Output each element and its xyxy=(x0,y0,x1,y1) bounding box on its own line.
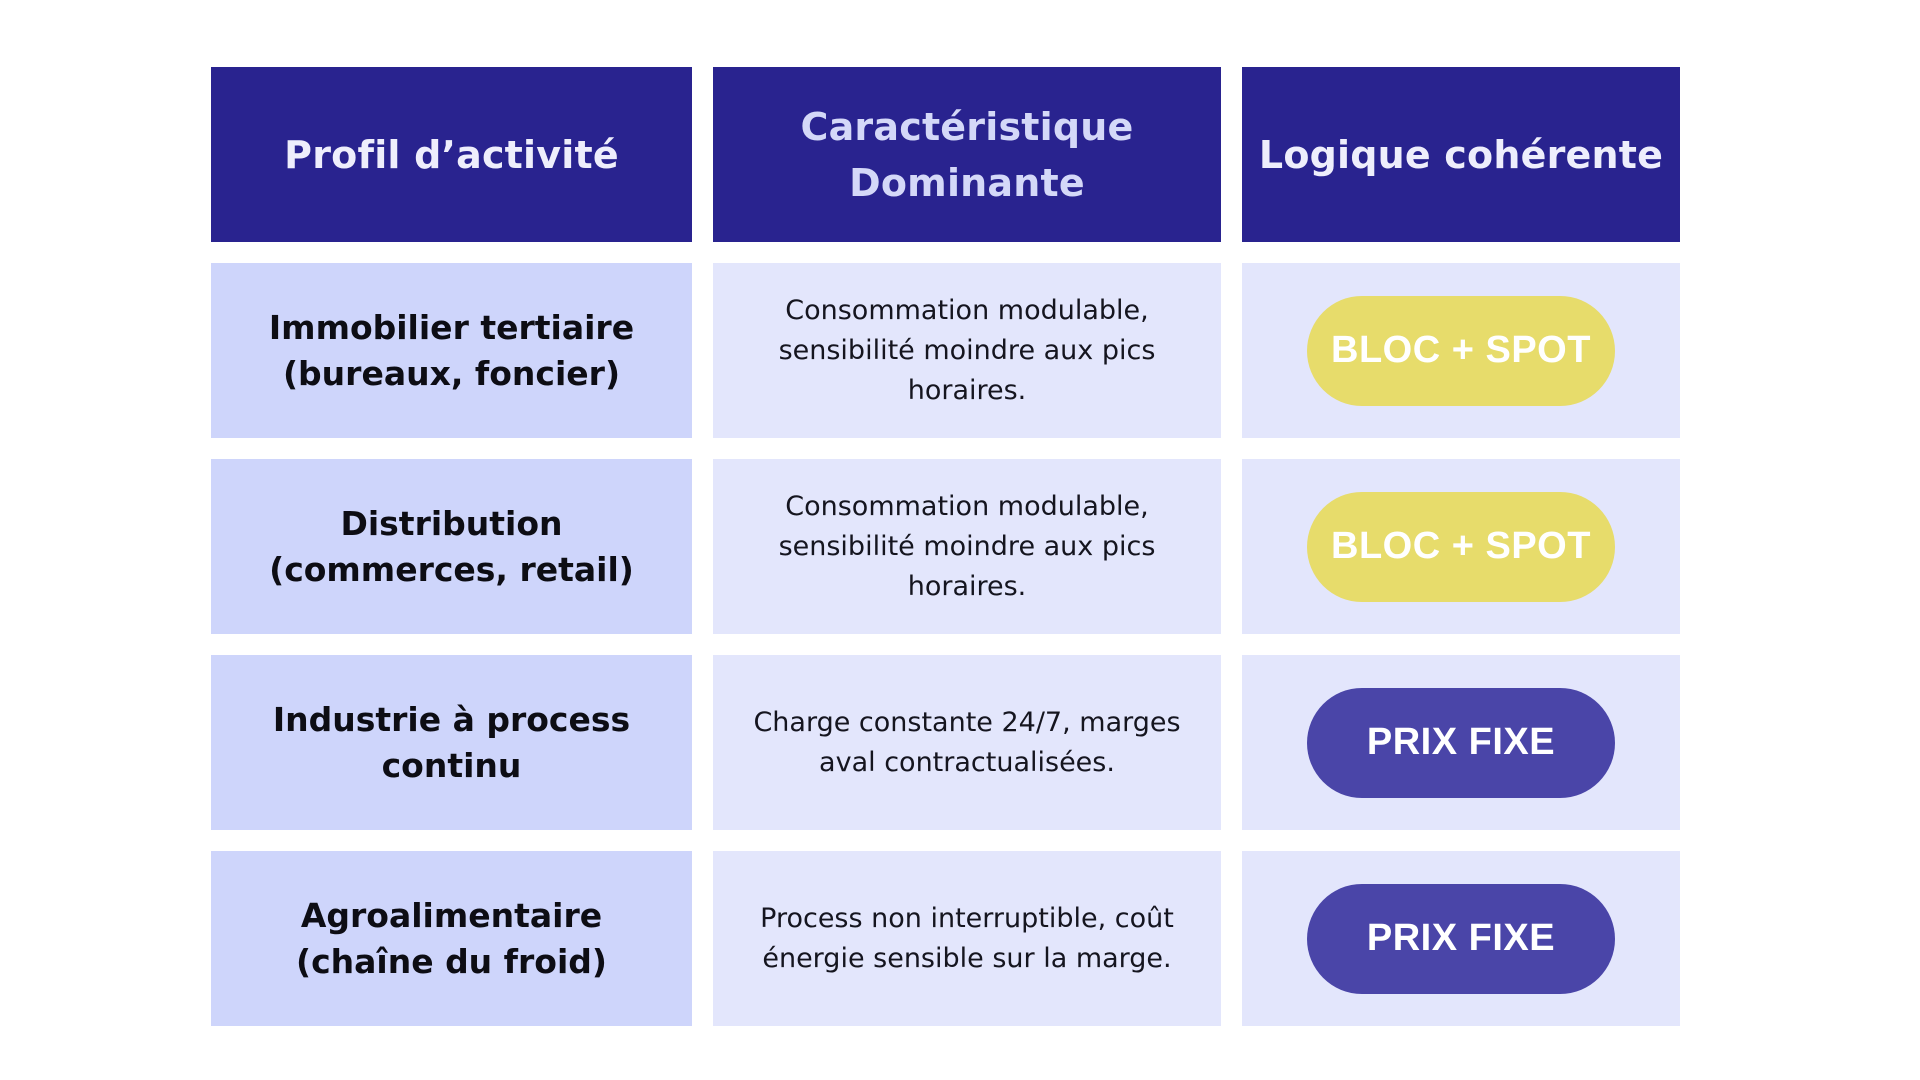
row-4-logic-cell: PRIX FIXE xyxy=(1242,851,1680,1026)
row-1-characteristic: Consommation modulable, sensibilité moin… xyxy=(713,263,1221,438)
row-1-profile: Immobilier tertiaire (bureaux, foncier) xyxy=(211,263,692,438)
header-profil: Profil d’activité xyxy=(211,67,692,242)
row-3-characteristic: Charge constante 24/7, marges aval contr… xyxy=(713,655,1221,830)
row-1-logic-cell: BLOC + SPOT xyxy=(1242,263,1680,438)
row-1-logic-badge: BLOC + SPOT xyxy=(1307,295,1615,406)
header-caracteristique: Caractéristique Dominante xyxy=(713,67,1221,242)
header-profil-label: Profil d’activité xyxy=(284,132,619,177)
row-3-logic-badge: PRIX FIXE xyxy=(1307,687,1615,798)
comparison-table: Profil d’activité Caractéristique Domina… xyxy=(211,67,1680,1026)
row-4-logic-badge: PRIX FIXE xyxy=(1307,883,1615,994)
row-4-profile: Agroalimentaire (chaîne du froid) xyxy=(211,851,692,1026)
row-4-characteristic: Process non interruptible, coût énergie … xyxy=(713,851,1221,1026)
row-2-logic-badge: BLOC + SPOT xyxy=(1307,491,1615,602)
row-2-profile: Distribution (commerces, retail) xyxy=(211,459,692,634)
header-caracteristique-label: Caractéristique Dominante xyxy=(800,104,1134,205)
header-logique-label: Logique cohérente xyxy=(1258,132,1664,177)
row-2-logic-cell: BLOC + SPOT xyxy=(1242,459,1680,634)
row-2-characteristic: Consommation modulable, sensibilité moin… xyxy=(713,459,1221,634)
row-3-profile: Industrie à process continu xyxy=(211,655,692,830)
header-logique: Logique cohérente xyxy=(1242,67,1680,242)
row-3-logic-cell: PRIX FIXE xyxy=(1242,655,1680,830)
